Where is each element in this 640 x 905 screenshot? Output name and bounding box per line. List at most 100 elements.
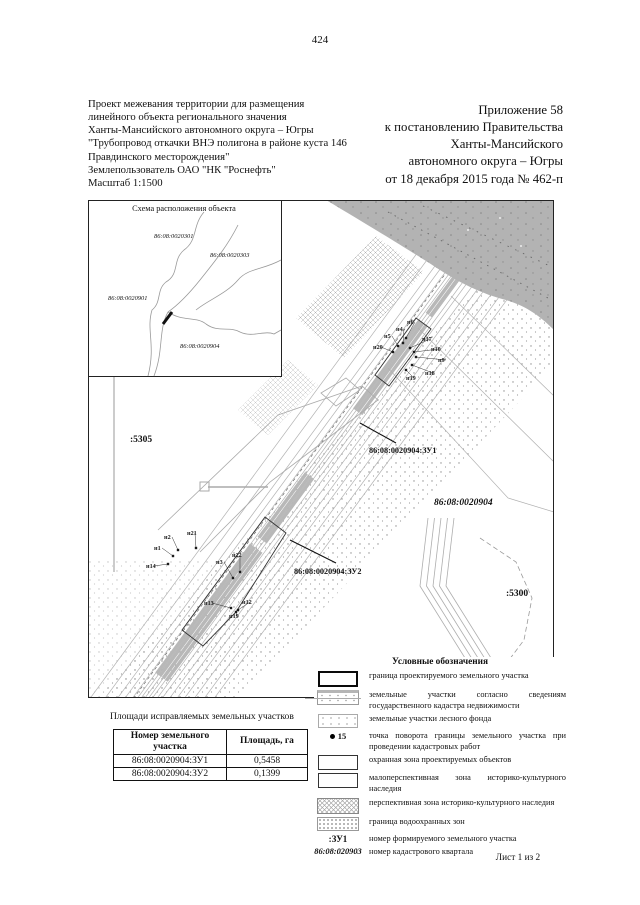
table-cell: 86:08:0020904:ЗУ1 (113, 753, 227, 768)
point-arrow (194, 532, 197, 549)
river-dot (520, 245, 522, 247)
pipeline-segment (158, 545, 257, 677)
point-arrow (411, 364, 434, 374)
pipeline-segment (263, 476, 315, 544)
pipeline-segment (356, 322, 425, 413)
turn-point-marker (194, 546, 198, 550)
pipeline-segment (353, 319, 421, 411)
turn-point-label: н17 (422, 336, 432, 343)
project-title-line: Ханты-Мансийского автономного округа – Ю… (88, 124, 314, 137)
legend-swatch-bold-rect-icon (318, 671, 358, 687)
zu2-leader-line (289, 539, 337, 564)
areas-table: Номер земельного участка Площадь, га 86:… (113, 729, 308, 781)
table-caption: Площади исправляемых земельных участков (110, 711, 294, 722)
parcel-zu1-outline (374, 317, 432, 387)
turn-point-label: н1 (154, 545, 161, 552)
turn-point-marker (231, 576, 235, 580)
small-structure (320, 377, 361, 407)
legend-item-label: граница проектируемого земельного участк… (369, 671, 529, 680)
appendix-line: Ханты-Мансийского (450, 137, 563, 152)
point-arrow (402, 328, 405, 344)
inset-title: Схема расположения объекта (132, 204, 236, 213)
dashed-axis-line (133, 200, 500, 698)
turn-point-label: н19 (229, 613, 239, 620)
legend-item: земельные участки лесного фонда (314, 713, 566, 729)
inset-boundary (195, 259, 282, 311)
legend-title: Условные обозначения (392, 657, 488, 667)
legend-item-label: охранная зона проектируемых объектов (369, 755, 512, 765)
turn-point-marker (408, 346, 412, 350)
boundary-line (450, 295, 554, 397)
pipeline-segment (161, 548, 260, 680)
inset-boundary (167, 224, 239, 313)
turn-point-label: н10 (431, 346, 441, 353)
legend-swatch-col (305, 689, 362, 705)
turn-point-label: н6 (407, 319, 414, 326)
parcel-zu2-outline (181, 516, 287, 647)
legend-swatch-plain-icon (318, 773, 358, 789)
point-arrow (237, 601, 251, 611)
turn-point-label: н19 (406, 375, 416, 382)
map-canvas: н20н5н4н6н17н10н9н18н19н2н21н1н14н22н3н1… (88, 200, 554, 698)
point-arrow (415, 356, 447, 361)
turn-point-label: н12 (242, 599, 252, 606)
pipeline-segment (359, 324, 428, 416)
inset-cadastral-label: 86:08:0020901 (108, 295, 147, 302)
legend-item-label: номер формируемого земельного участка (369, 833, 517, 843)
turn-point-label: н22 (232, 552, 242, 559)
project-title-line: Правдинского месторождения" (88, 150, 230, 163)
legend-item-label: перспективная зона историко-культурного … (369, 797, 555, 807)
legend-item-label: земельные участки лесного фонда (369, 714, 492, 724)
legend-swatch-col (314, 797, 362, 814)
corridor-line (104, 200, 472, 698)
hatch-zone (296, 236, 424, 358)
point-arrow (405, 321, 416, 339)
legend-item-label: граница водоохранных зон (369, 816, 465, 826)
point-arrow (171, 536, 179, 551)
turn-point-label: н3 (216, 559, 223, 566)
legend-swatch-col (314, 816, 362, 831)
sparse-dots-texture (88, 560, 228, 698)
point-arrow (405, 369, 415, 379)
table-cell: 86:08:0020904:ЗУ2 (113, 766, 227, 781)
point-dot-icon (329, 733, 335, 739)
turn-point-marker (410, 363, 414, 367)
inset-boundary (153, 311, 169, 377)
legend-item-label: малоперспективная зона историко-культурн… (369, 773, 566, 794)
pipeline-segment (164, 550, 263, 682)
turn-point-marker (236, 608, 240, 612)
turn-point-marker (176, 548, 180, 552)
pipeline-segment (260, 474, 311, 542)
legend-item: земельные участки согласно сведениям гос… (305, 689, 566, 711)
legend-swatch-col (314, 772, 362, 789)
inset-boundary (147, 211, 205, 377)
turn-point-marker (234, 610, 238, 614)
legend-swatch-col (314, 754, 362, 771)
legend-symbol-text: 86:08:020903 (314, 846, 362, 856)
turn-point-label: н14 (146, 563, 156, 570)
inset-cadastral-label: 86:08:0020301 (154, 233, 193, 240)
turn-point-label: н21 (187, 530, 197, 537)
project-title-line: "Трубопровод откачки ВНЭ полигона в райо… (88, 137, 347, 150)
river-dot (499, 217, 501, 219)
legend-item: граница водоохранных зон (314, 816, 566, 831)
legend-swatch-col (314, 670, 362, 687)
corridor-line (89, 200, 457, 698)
turn-point-label: н9 (438, 357, 445, 364)
legend-swatch-plain-icon (318, 755, 358, 771)
quarter-label: 86:08:0020904 (434, 498, 493, 508)
turn-point-marker (391, 350, 395, 354)
legend-item-label: номер кадастрового квартала (369, 846, 474, 856)
project-title-line: Масштаб 1:1500 (88, 176, 163, 189)
turn-point-marker (414, 355, 418, 359)
project-title-line: Проект межевания территории для размещен… (88, 98, 305, 110)
connector-box (199, 481, 210, 492)
legend-item-label: точка поворота границы земельного участк… (369, 731, 566, 752)
